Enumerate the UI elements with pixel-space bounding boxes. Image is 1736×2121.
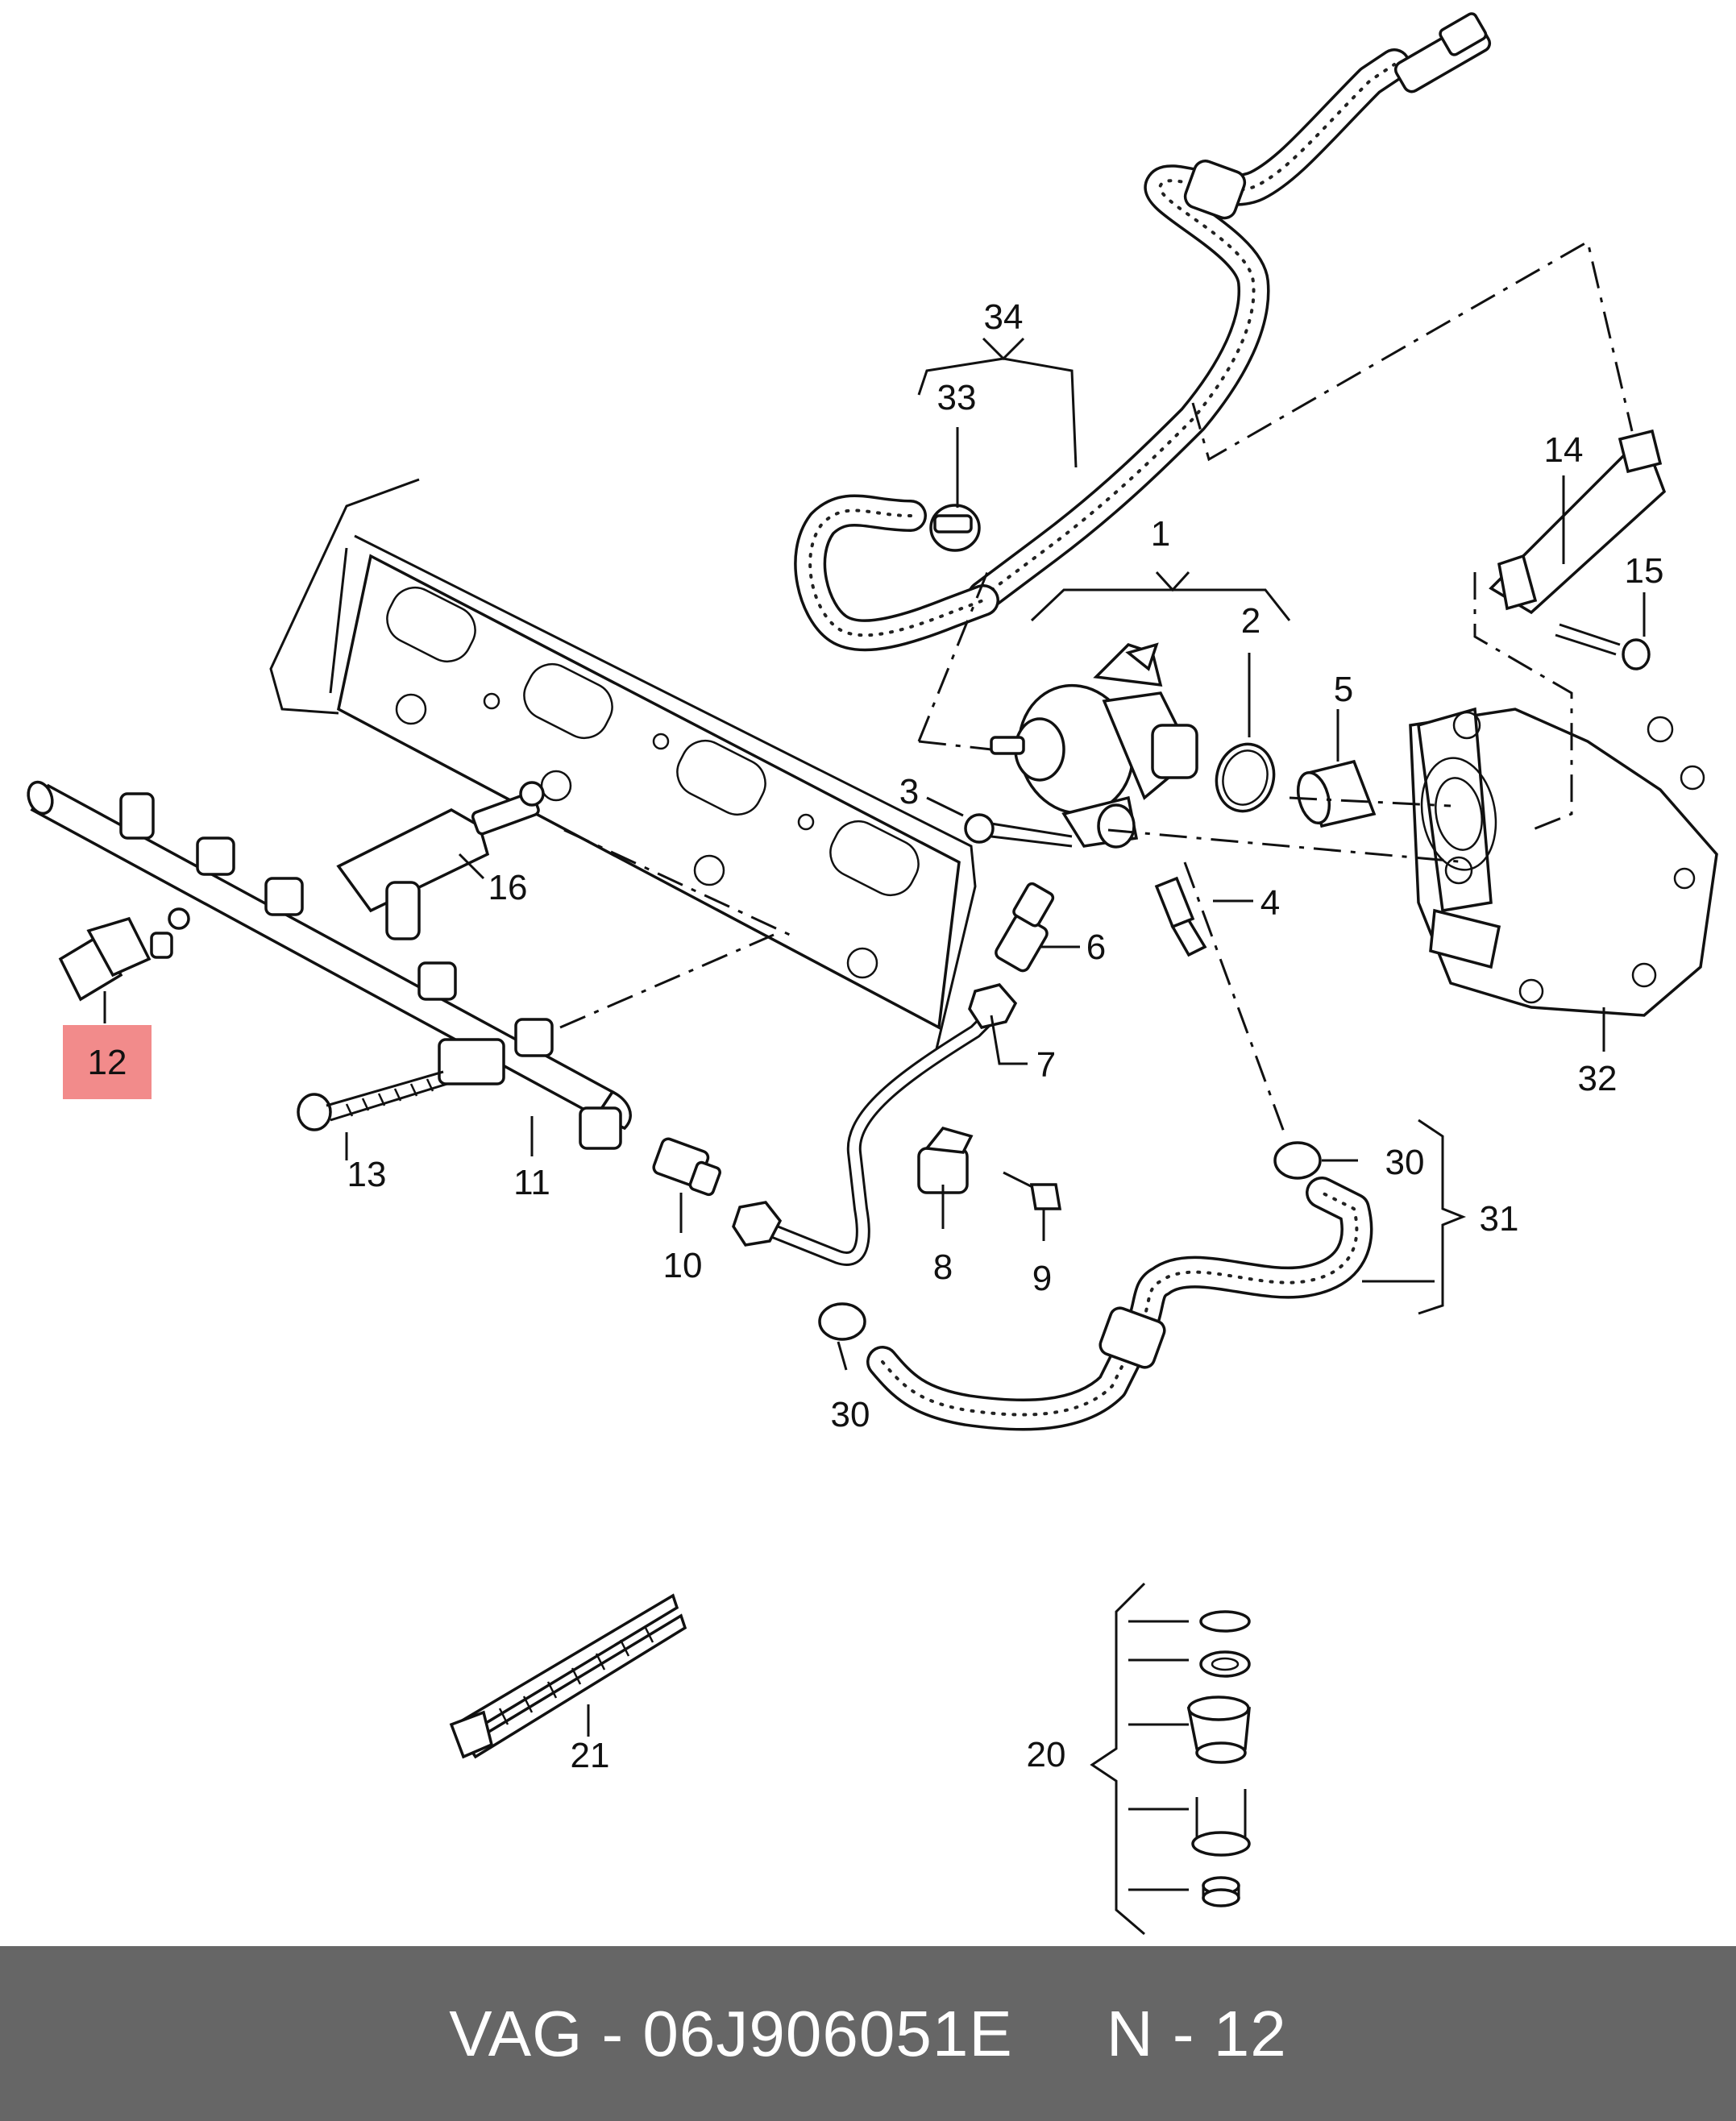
repair-kit-20 bbox=[1090, 1582, 1251, 1936]
cable-tie-21 bbox=[449, 1593, 687, 1759]
hose-33-loop bbox=[794, 494, 999, 652]
pipe-clip bbox=[917, 1126, 974, 1194]
callout-3: 3 bbox=[899, 772, 919, 811]
parts-diagram: 1 2 3 4 5 6 7 8 9 10 11 12 13 14 15 16 2… bbox=[27, 12, 1718, 1936]
callout-16: 16 bbox=[488, 868, 528, 907]
callout-14: 14 bbox=[1544, 430, 1584, 470]
bolt-3 bbox=[964, 813, 1073, 848]
footer-part-reference: VAG - 06J906051E N - 12 bbox=[449, 1997, 1287, 2069]
high-pressure-fuel-pump bbox=[990, 642, 1198, 849]
callout-7: 7 bbox=[1036, 1045, 1056, 1085]
callout-8: 8 bbox=[933, 1247, 953, 1287]
bolt-13 bbox=[297, 1070, 448, 1131]
footer-bar: VAG - 06J906051E N - 12 bbox=[0, 1946, 1736, 2121]
bolt-15 bbox=[1555, 623, 1651, 670]
union-fitting-10 bbox=[652, 1137, 721, 1197]
hose-clip-33 bbox=[929, 504, 981, 552]
high-pressure-pipe bbox=[732, 983, 1018, 1266]
leader-lines bbox=[103, 337, 1646, 1737]
callout-31: 31 bbox=[1480, 1199, 1519, 1239]
return-hose-31 bbox=[866, 1177, 1373, 1431]
screw-9 bbox=[1003, 1171, 1062, 1210]
fuel-supply-hose-top bbox=[967, 12, 1492, 612]
callout-2: 2 bbox=[1241, 601, 1260, 641]
callout-labels: 1 2 3 4 5 6 7 8 9 10 11 12 13 14 15 16 2… bbox=[88, 297, 1664, 1775]
callout-5: 5 bbox=[1334, 670, 1353, 709]
callout-30-lower: 30 bbox=[831, 1395, 870, 1434]
fitting-4 bbox=[1154, 876, 1207, 957]
roller-tappet bbox=[1296, 759, 1377, 828]
hose-clip-30-lower bbox=[818, 1302, 866, 1341]
callout-6: 6 bbox=[1086, 928, 1106, 967]
callout-32: 32 bbox=[1578, 1059, 1618, 1098]
fuel-rail bbox=[27, 780, 632, 1150]
highlight-box bbox=[63, 1025, 152, 1099]
assembly-lines bbox=[559, 239, 1634, 1137]
hose-bracket bbox=[1489, 429, 1667, 615]
callout-1: 1 bbox=[1151, 514, 1170, 554]
callout-20: 20 bbox=[1027, 1735, 1066, 1774]
manifold-gasket bbox=[337, 554, 961, 1030]
hose-clip-30-upper bbox=[1273, 1141, 1322, 1180]
fuel-pressure-sensor bbox=[58, 907, 190, 1002]
callout-12: 12 bbox=[88, 1043, 127, 1082]
callout-9: 9 bbox=[1032, 1259, 1052, 1298]
o-ring bbox=[1215, 742, 1276, 813]
callout-33: 33 bbox=[937, 378, 977, 417]
fuel-injector bbox=[336, 781, 545, 940]
callout-4: 4 bbox=[1260, 883, 1280, 923]
callout-11: 11 bbox=[513, 1163, 550, 1202]
callout-34: 34 bbox=[984, 297, 1024, 337]
callout-21: 21 bbox=[571, 1736, 610, 1775]
callout-13: 13 bbox=[347, 1155, 387, 1194]
callout-30-upper: 30 bbox=[1385, 1143, 1425, 1182]
callout-15: 15 bbox=[1625, 551, 1664, 591]
cylinder-head-outline bbox=[269, 478, 977, 1056]
union-fitting-6 bbox=[995, 882, 1055, 973]
callout-10: 10 bbox=[663, 1246, 703, 1285]
